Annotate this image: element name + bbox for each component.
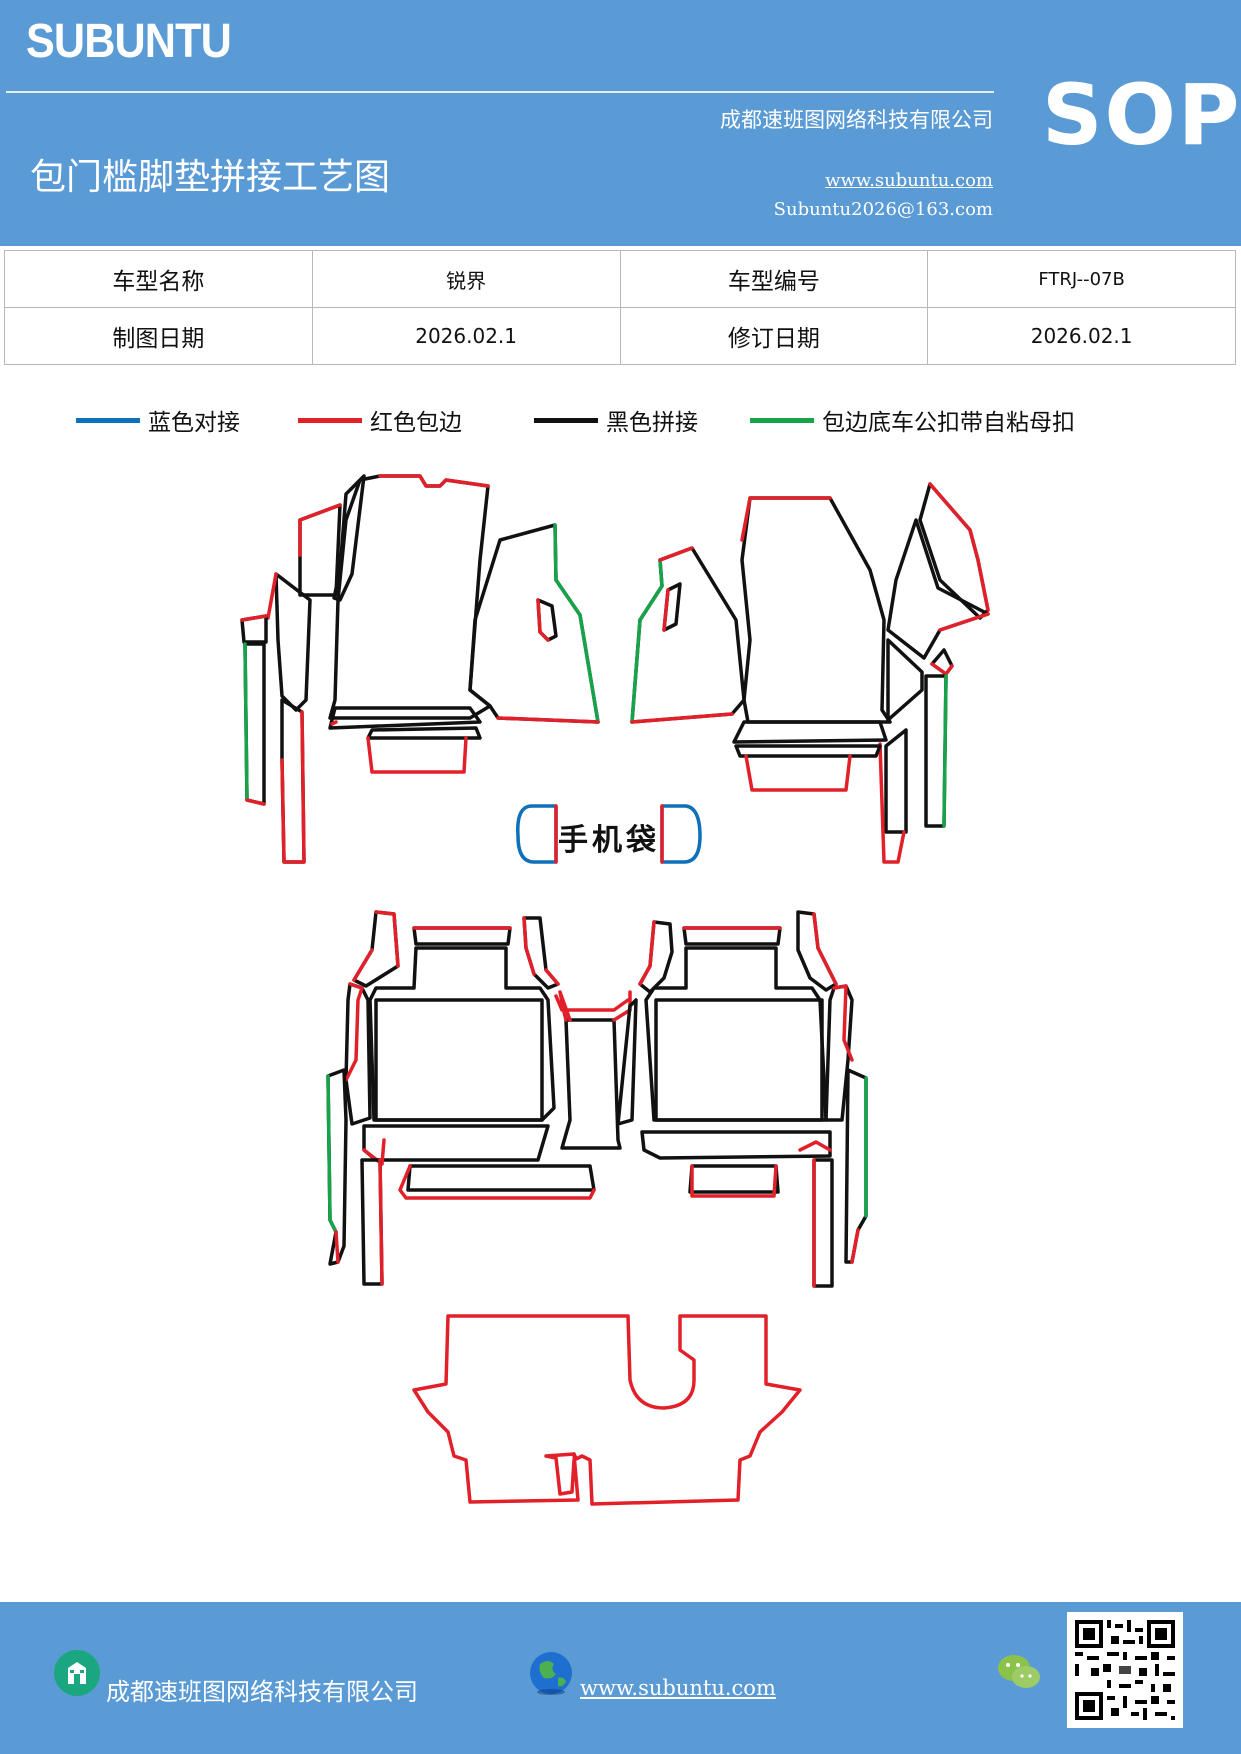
globe-icon (528, 1650, 574, 1696)
phone-bag-label: 手机袋 (558, 823, 660, 858)
sop-badge: SOP (1042, 66, 1241, 164)
draw-date-value: 2026.02.1 (311, 307, 621, 365)
legend-label: 蓝色对接 (148, 410, 240, 436)
front-left-mat-group (240, 474, 600, 864)
footer-website-link[interactable]: www.subuntu.com (580, 1676, 776, 1700)
qr-code (1067, 1612, 1183, 1728)
page-title: 包门槛脚垫拼接工艺图 (30, 157, 391, 198)
revise-date-label: 修订日期 (619, 307, 929, 365)
legend-swatch (534, 417, 598, 423)
legend-item-blue: 蓝色对接 (76, 402, 240, 438)
model-code-label: 车型编号 (619, 250, 929, 308)
second-row-right-group (616, 910, 868, 1288)
phone-bag: 手机袋 (516, 804, 702, 864)
info-table: 车型名称 锐界 车型编号 FTRJ--07B 制图日期 2026.02.1 修订… (4, 250, 1236, 365)
brand-logo: SUBUNTU (26, 15, 232, 68)
model-name-value: 锐界 (311, 250, 621, 308)
floor-mat-diagram: 手机袋 (240, 474, 990, 1506)
model-code-value: FTRJ--07B (927, 250, 1236, 308)
legend-label: 包边底车公扣带自粘母扣 (822, 410, 1075, 436)
legend-swatch (298, 417, 362, 423)
legend-label: 黑色拼接 (606, 410, 698, 436)
legend-item-red: 红色包边 (298, 402, 462, 438)
header-email: Subuntu2026@163.com (773, 199, 993, 220)
legend: 蓝色对接 红色包边 黑色拼接 包边底车公扣带自粘母扣 (0, 402, 1241, 442)
header: SUBUNTU 成都速班图网络科技有限公司 包门槛脚垫拼接工艺图 www.sub… (0, 0, 1241, 246)
footer-company: 成都速班图网络科技有限公司 (106, 1678, 418, 1706)
footer: 成都速班图网络科技有限公司 www.subuntu.com (0, 1602, 1241, 1754)
model-name-label: 车型名称 (4, 250, 313, 308)
revise-date-value: 2026.02.1 (927, 307, 1236, 365)
table-row: 车型名称 锐界 车型编号 FTRJ--07B (4, 250, 1236, 308)
wechat-icon[interactable] (996, 1652, 1042, 1692)
legend-item-green: 包边底车公扣带自粘母扣 (750, 402, 1075, 438)
draw-date-label: 制图日期 (4, 307, 313, 365)
second-row-left-group (326, 910, 596, 1286)
legend-label: 红色包边 (370, 410, 462, 436)
front-right-mat-group (630, 482, 990, 864)
trunk-mat (412, 1314, 802, 1506)
building-icon (54, 1650, 100, 1696)
legend-item-black: 黑色拼接 (534, 402, 698, 438)
header-website-link[interactable]: www.subuntu.com (825, 170, 993, 191)
header-divider (6, 91, 994, 93)
table-row: 制图日期 2026.02.1 修订日期 2026.02.1 (4, 307, 1236, 365)
legend-swatch (750, 417, 814, 423)
header-company: 成都速班图网络科技有限公司 (720, 108, 993, 132)
legend-swatch (76, 417, 140, 423)
